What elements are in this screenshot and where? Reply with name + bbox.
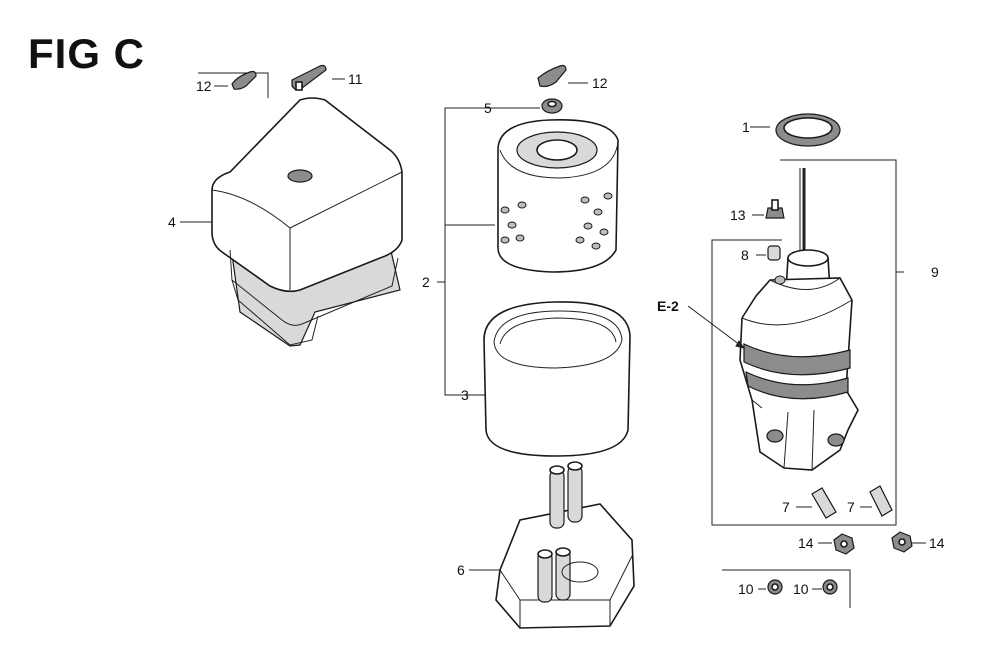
callout-12-center: 12 xyxy=(592,75,608,91)
part-1-gasket xyxy=(750,113,841,147)
callout-11: 11 xyxy=(348,71,363,87)
part-5-grommet xyxy=(541,98,563,114)
callout-5: 5 xyxy=(484,100,492,116)
part-2-filter-element xyxy=(497,119,619,273)
part-10-nuts xyxy=(722,569,851,608)
callout-12-left: 12 xyxy=(196,78,212,94)
part-8-collar xyxy=(756,245,781,261)
callout-e2-reference: E-2 xyxy=(657,298,679,314)
callout-14-right: 14 xyxy=(929,535,945,551)
part-12-wing-nut-center xyxy=(537,64,588,88)
part-13-bolt xyxy=(752,199,785,219)
callout-8: 8 xyxy=(741,247,749,263)
callout-7-left: 7 xyxy=(782,499,790,515)
callout-labels: 1 2 3 4 5 6 7 7 8 9 10 10 11 12 12 13 14… xyxy=(168,71,945,597)
callout-4: 4 xyxy=(168,214,176,230)
callout-10-left: 10 xyxy=(738,581,754,597)
callout-9: 9 xyxy=(931,264,939,280)
part-2-bracket xyxy=(437,107,540,396)
part-3-foam-filter xyxy=(483,301,631,457)
part-9-elbow-housing xyxy=(739,168,859,471)
callout-13: 13 xyxy=(730,207,746,223)
figure-title: FIG C xyxy=(28,30,145,77)
part-4-air-cleaner-cover xyxy=(211,97,403,347)
part-9-bracket xyxy=(711,159,904,526)
part-14-nut-right xyxy=(891,531,926,553)
callout-1: 1 xyxy=(742,119,750,135)
part-12-wing-nut-left xyxy=(198,70,269,98)
callout-3: 3 xyxy=(461,387,469,403)
callout-6: 6 xyxy=(457,562,465,578)
leader-lines xyxy=(180,107,746,571)
part-7-stud-left xyxy=(796,487,837,519)
part-14-nut-left xyxy=(818,533,855,555)
part-6-air-cleaner-base xyxy=(495,461,635,629)
part-7-stud-right xyxy=(860,485,893,517)
callout-14-left: 14 xyxy=(798,535,814,551)
callout-7-right: 7 xyxy=(847,499,855,515)
callout-10-right: 10 xyxy=(793,581,809,597)
part-11-wing-nut xyxy=(291,64,345,91)
callout-2: 2 xyxy=(422,274,430,290)
